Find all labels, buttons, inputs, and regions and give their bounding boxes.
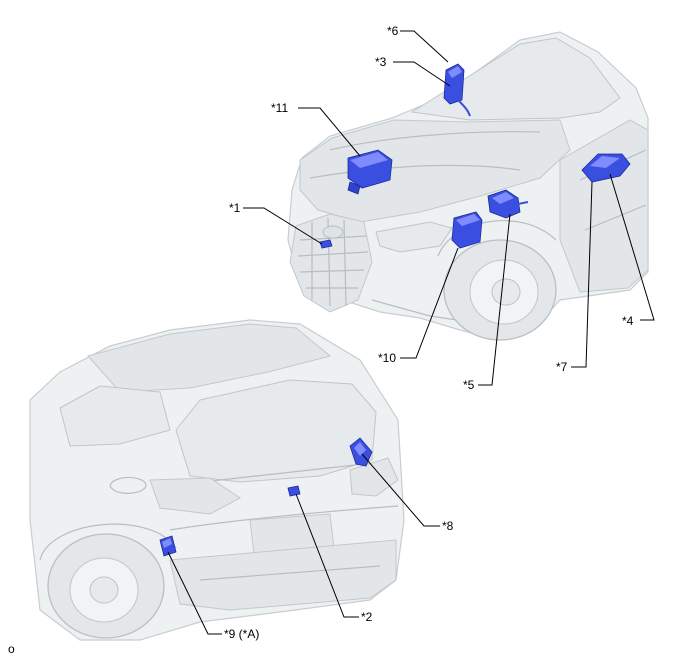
callout-8: *8	[442, 519, 454, 533]
component-2	[287, 485, 301, 497]
leader-lines	[167, 30, 655, 635]
component-1	[319, 239, 333, 249]
callout-10: *10	[378, 351, 396, 365]
callout-5: *5	[463, 378, 475, 392]
component-5	[487, 189, 529, 219]
callout-9: *9 (*A)	[224, 627, 259, 641]
component-3-6	[443, 63, 471, 117]
callout-1: *1	[229, 201, 241, 215]
corner-mark: o	[8, 642, 15, 656]
callout-11: *11	[271, 101, 288, 115]
component-10	[451, 211, 483, 249]
callout-2: *2	[361, 610, 373, 624]
callout-7: *7	[556, 360, 568, 374]
component-9	[159, 535, 177, 557]
callout-4: *4	[622, 314, 634, 328]
rear-vehicle-illustration	[29, 319, 405, 641]
callout-3: *3	[375, 55, 387, 69]
component-11	[347, 149, 393, 195]
callout-labels: *6 *3 *11 *1 *10 *5 *7 *4 *8 *2 *9 (*A) …	[8, 24, 634, 656]
callout-6: *6	[387, 24, 399, 38]
front-vehicle-illustration	[287, 31, 649, 341]
